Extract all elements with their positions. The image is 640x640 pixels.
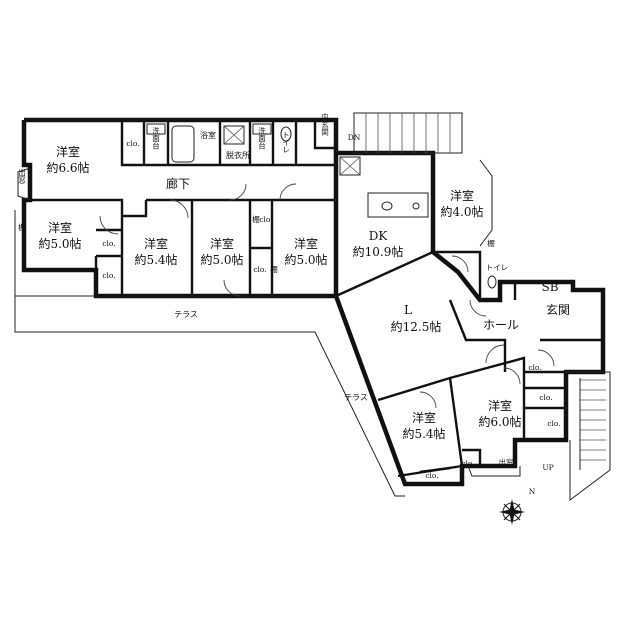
room-w1-size: 約6.6帖 xyxy=(46,160,89,175)
shelf-label-1: 棚 xyxy=(18,222,26,232)
bath-fixtures xyxy=(146,123,497,289)
bay-window-1 xyxy=(17,167,31,201)
shelf-label-2: 棚 xyxy=(252,214,260,224)
toilet-icon-2 xyxy=(487,275,497,289)
dressing-label: 脱衣所 xyxy=(226,150,250,160)
room-w1-name: 洋室 xyxy=(56,144,80,159)
room-w3-name: 洋室 xyxy=(144,236,168,251)
exterior-wall xyxy=(21,120,606,487)
bay-window-3 xyxy=(467,465,521,477)
shelf-label-4: 棚 xyxy=(487,238,495,248)
washbasin-icon xyxy=(146,123,166,135)
room-dk-name: DK xyxy=(369,229,389,243)
room-w5-size: 約5.0帖 xyxy=(284,252,327,267)
closet-label-3: clo. xyxy=(102,271,115,280)
closet-label-7: clo. xyxy=(539,393,552,402)
bay-window-label-2: 出窓 xyxy=(499,457,514,467)
terrace-label-1: テラス xyxy=(174,310,198,319)
closet-label-10: clo. xyxy=(425,471,438,480)
closet-label-5: clo. xyxy=(253,265,266,274)
kitchen-fixtures xyxy=(339,156,429,218)
closet-label-6: clo. xyxy=(528,363,541,372)
room-w4-size: 約5.0帖 xyxy=(200,252,243,267)
room-w8-size: 約6.0帖 xyxy=(478,414,521,429)
bathtub-icon xyxy=(171,125,195,163)
north-label: N xyxy=(529,487,536,496)
inner-entrance-label: 内玄関 xyxy=(320,111,329,136)
room-w3-size: 約5.4帖 xyxy=(134,252,177,267)
room-w6-name: 洋室 xyxy=(450,188,474,203)
room-l-size: 約12.5帖 xyxy=(391,319,442,334)
sink-icon xyxy=(381,201,393,211)
room-w7-size: 約5.4帖 xyxy=(402,426,445,441)
shelf-label-3: 棚 xyxy=(270,264,278,274)
room-w6-size: 約4.0帖 xyxy=(440,204,483,219)
toilet-icon xyxy=(280,126,292,142)
washbasin-label-1: 洗面台 xyxy=(151,125,160,150)
terrace-label-2: テラス xyxy=(344,393,368,402)
washbasin-label-2: 洗面台 xyxy=(257,125,266,150)
room-w5-name: 洋室 xyxy=(294,236,318,251)
room-w4-name: 洋室 xyxy=(210,236,234,251)
top-wall xyxy=(24,117,339,153)
closet-label-4: clo. xyxy=(259,215,272,224)
closet-label-1: clo. xyxy=(126,139,139,148)
dn-label: DN xyxy=(348,133,361,142)
closet-label-2: clo. xyxy=(102,239,115,248)
toilet-label-2: トイレ xyxy=(486,263,509,272)
interior-walls xyxy=(24,120,603,478)
closet-label-9: clo. xyxy=(461,459,474,468)
room-w2-name: 洋室 xyxy=(48,220,72,235)
closet-label-8: clo. xyxy=(547,419,560,428)
bay-window-label-1: 出窓 xyxy=(17,167,26,184)
stairs-down xyxy=(353,112,463,154)
room-l-name: L xyxy=(404,303,412,317)
room-w8-name: 洋室 xyxy=(488,398,512,413)
door-swings xyxy=(99,183,555,409)
compass-icon xyxy=(499,499,525,525)
entrance-label: 玄関 xyxy=(546,302,570,317)
room-dk-size: 約10.9帖 xyxy=(353,244,404,259)
bay-window-2 xyxy=(479,159,493,247)
stove-icon xyxy=(412,202,420,210)
up-label: UP xyxy=(542,463,553,472)
bath-label: 浴室 xyxy=(200,130,216,140)
stairs-up xyxy=(566,371,611,501)
washbasin-icon-2 xyxy=(252,123,272,135)
terrace-outline xyxy=(14,210,405,497)
room-w2-size: 約5.0帖 xyxy=(38,236,81,251)
toilet-label-1: トイレ xyxy=(282,131,291,154)
corridor-label: 廊下 xyxy=(166,176,190,191)
sb-label: SB xyxy=(541,280,558,294)
hall-label: ホール xyxy=(483,318,519,332)
room-w7-name: 洋室 xyxy=(412,410,436,425)
